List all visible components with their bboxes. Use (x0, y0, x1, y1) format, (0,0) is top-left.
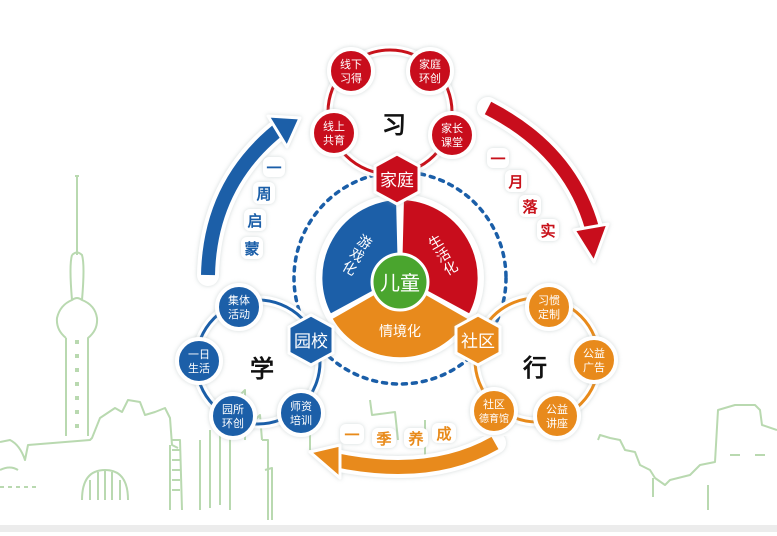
month-arrow-label: 一 月 落 实 (487, 148, 559, 241)
svg-text:讲座: 讲座 (546, 416, 568, 430)
week-char-1: 一 (266, 159, 281, 177)
core-label: 儿童 (380, 271, 420, 295)
svg-text:培训: 培训 (290, 413, 312, 427)
school-hub-label: 园校 (294, 332, 328, 352)
community-hub[interactable]: 社区 (454, 313, 502, 367)
svg-text:定制: 定制 (538, 307, 560, 321)
family-item-parent-class[interactable]: 家长 课堂 (428, 111, 476, 159)
svg-text:社区: 社区 (483, 397, 505, 411)
season-char-1: 一 (344, 426, 359, 444)
svg-text:家长: 家长 (441, 121, 463, 135)
community-hub-label: 社区 (461, 332, 495, 352)
season-char-2: 季 (376, 430, 391, 448)
community-item-moral-hall[interactable]: 社区 德育馆 (470, 387, 518, 435)
month-char-4: 实 (540, 222, 555, 240)
svg-text:线上: 线上 (323, 119, 345, 133)
week-char-2: 周 (256, 185, 271, 203)
svg-text:环创: 环创 (419, 72, 441, 85)
month-char-1: 一 (490, 150, 505, 168)
family-group: 习 线下 习得 家庭 环创 线上 共育 家长 课堂 家庭 (310, 45, 476, 206)
svg-text:线下: 线下 (340, 57, 362, 71)
week-arrow (197, 114, 302, 286)
month-arrow (477, 97, 610, 264)
week-arrow-label: 一 周 启 蒙 (241, 157, 285, 259)
segment-game-label: 游戏化 (339, 232, 374, 279)
svg-text:一日: 一日 (188, 348, 210, 361)
svg-text:公益: 公益 (583, 346, 605, 360)
community-item-public-lecture[interactable]: 公益 讲座 (533, 392, 581, 440)
svg-text:园所: 园所 (222, 403, 244, 416)
tv-tower-icon (55, 175, 99, 436)
segment-life-label: 生活化 (426, 232, 461, 279)
segment-scene-label: 情境化 (379, 324, 421, 340)
svg-text:环创: 环创 (222, 417, 244, 430)
skyline-background (0, 175, 777, 520)
svg-text:广告: 广告 (583, 361, 605, 374)
family-core-char: 习 (382, 111, 406, 139)
svg-text:生活: 生活 (188, 361, 210, 375)
season-char-4: 成 (436, 425, 451, 443)
svg-text:课堂: 课堂 (441, 136, 463, 149)
svg-text:习惯: 习惯 (538, 293, 560, 307)
school-item-daily-life[interactable]: 一日 生活 (175, 337, 223, 385)
bottom-band (0, 525, 777, 532)
svg-text:德育馆: 德育馆 (479, 412, 509, 425)
family-item-home-env[interactable]: 家庭 环创 (406, 47, 454, 95)
season-char-3: 养 (407, 430, 424, 448)
svg-text:集体: 集体 (228, 293, 250, 307)
family-item-online[interactable]: 线上 共育 (310, 109, 358, 157)
month-char-2: 月 (507, 173, 523, 191)
svg-text:家庭: 家庭 (419, 57, 441, 71)
school-core-char: 学 (250, 355, 274, 383)
family-hub[interactable]: 家庭 (373, 152, 421, 206)
week-char-3: 启 (247, 212, 262, 230)
school-group: 学 集体 活动 一日 生活 园所 环创 师资 培训 园校 (175, 283, 335, 440)
community-item-habit[interactable]: 习惯 定制 (525, 283, 573, 331)
school-item-campus-env[interactable]: 园所 环创 (209, 392, 257, 440)
school-item-teacher-training[interactable]: 师资 培训 (277, 389, 325, 437)
community-core-char: 行 (522, 354, 547, 382)
community-item-public-ad[interactable]: 公益 广告 (570, 336, 618, 384)
season-arrow-label: 一 季 养 成 (340, 423, 456, 448)
school-item-group-activity[interactable]: 集体 活动 (215, 283, 263, 331)
family-item-offline[interactable]: 线下 习得 (327, 47, 375, 95)
season-arrow (308, 432, 506, 480)
svg-text:共育: 共育 (323, 133, 345, 147)
svg-text:活动: 活动 (228, 308, 250, 321)
core-circle (370, 252, 430, 312)
svg-text:习得: 习得 (340, 72, 362, 85)
svg-text:师资: 师资 (290, 400, 312, 413)
family-hub-label: 家庭 (380, 171, 414, 191)
month-char-3: 落 (522, 198, 538, 216)
community-group: 行 习惯 定制 公益 广告 公益 讲座 社区 德育馆 社区 (454, 283, 618, 440)
week-char-4: 蒙 (244, 240, 259, 258)
svg-text:公益: 公益 (546, 402, 568, 416)
school-hub[interactable]: 园校 (287, 313, 335, 367)
